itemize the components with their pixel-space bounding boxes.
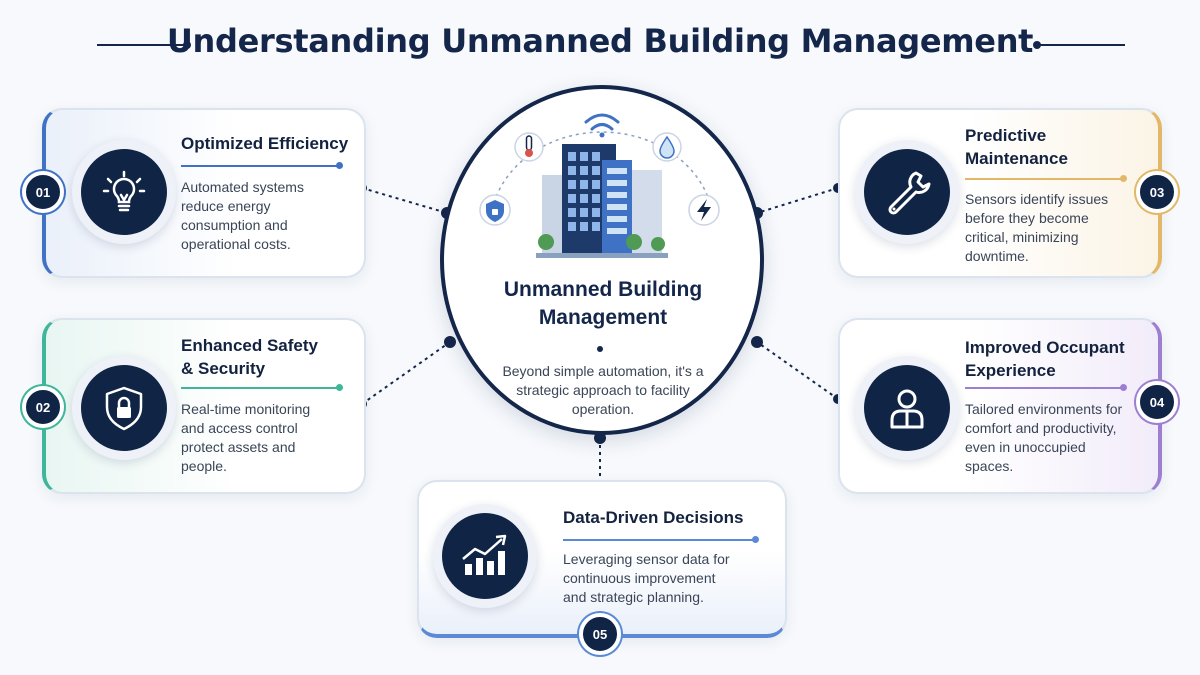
card-rule-dot xyxy=(336,162,343,169)
connector-02 xyxy=(361,341,451,405)
card-optimized-efficiency: Optimized Efficiency Automated systems r… xyxy=(42,108,366,278)
connector-04-hub-dot xyxy=(751,336,763,348)
connector-02-hub-dot xyxy=(444,336,456,348)
connector-01 xyxy=(361,187,448,214)
card-description: Real-time monitoring and access control … xyxy=(181,401,311,474)
person-icon xyxy=(864,365,950,451)
shield-icon xyxy=(479,194,511,226)
title-dot-right xyxy=(1033,41,1041,49)
card-rule-dot xyxy=(1120,384,1127,391)
badge-04: 04 xyxy=(1136,381,1178,423)
card-rule xyxy=(965,387,1123,389)
card-rule xyxy=(181,387,339,389)
card-rule-dot xyxy=(336,384,343,391)
card-rule xyxy=(563,539,755,541)
icon-ring xyxy=(433,504,537,608)
card-heading: Enhanced Safety & Security xyxy=(181,336,318,378)
card-data-driven-decisions: Data-Driven Decisions Leveraging sensor … xyxy=(417,480,787,638)
hub-illustration xyxy=(479,113,720,258)
badge-05: 05 xyxy=(579,613,621,655)
lightning-icon xyxy=(688,194,720,226)
connector-05-hub-dot xyxy=(594,432,606,444)
hub-title: Unmanned Building Management xyxy=(503,278,703,329)
wrench-icon xyxy=(864,149,950,235)
shield-lock-icon xyxy=(81,365,167,451)
card-predictive-maintenance: Predictive Maintenance Sensors identify … xyxy=(838,108,1162,278)
card-heading: Improved Occupant Experience xyxy=(965,338,1125,380)
growth-chart-icon xyxy=(442,513,528,599)
connector-04 xyxy=(756,341,839,400)
hub-divider-dot xyxy=(597,346,603,352)
title-dot-left xyxy=(183,41,191,49)
hub-description: Beyond simple automation, it's a strateg… xyxy=(502,363,704,417)
card-heading: Optimized Efficiency xyxy=(181,134,349,153)
title-rule-left xyxy=(97,44,187,46)
title-rule-right xyxy=(1040,44,1125,46)
lightbulb-icon xyxy=(81,149,167,235)
card-rule xyxy=(965,178,1123,180)
connector-03 xyxy=(756,187,839,214)
card-improved-occupant-experience: Improved Occupant Experience Tailored en… xyxy=(838,318,1162,494)
card-enhanced-safety-security: Enhanced Safety & Security Real-time mon… xyxy=(42,318,366,494)
card-description: Automated systems reduce energy consumpt… xyxy=(181,179,304,252)
central-hub xyxy=(440,85,764,435)
icon-ring xyxy=(855,356,959,460)
icon-ring xyxy=(855,140,959,244)
card-description: Tailored environments for comfort and pr… xyxy=(965,401,1123,474)
thermometer-icon xyxy=(514,132,544,162)
badge-01: 01 xyxy=(22,171,64,213)
page-title: Understanding Unmanned Building Manageme… xyxy=(166,22,1034,60)
card-description: Sensors identify issues before they beco… xyxy=(965,191,1109,264)
icon-ring xyxy=(72,356,176,460)
card-rule-dot xyxy=(1120,175,1127,182)
water-drop-icon xyxy=(652,132,682,162)
badge-03: 03 xyxy=(1136,171,1178,213)
office-building-icon xyxy=(536,144,668,258)
card-rule xyxy=(181,165,339,167)
card-heading: Data-Driven Decisions xyxy=(563,508,744,527)
badge-02: 02 xyxy=(22,386,64,428)
wifi-icon xyxy=(584,113,620,138)
card-rule-dot xyxy=(752,536,759,543)
card-heading: Predictive Maintenance xyxy=(965,126,1068,168)
card-description: Leveraging sensor data for continuous im… xyxy=(563,551,730,605)
icon-ring xyxy=(72,140,176,244)
